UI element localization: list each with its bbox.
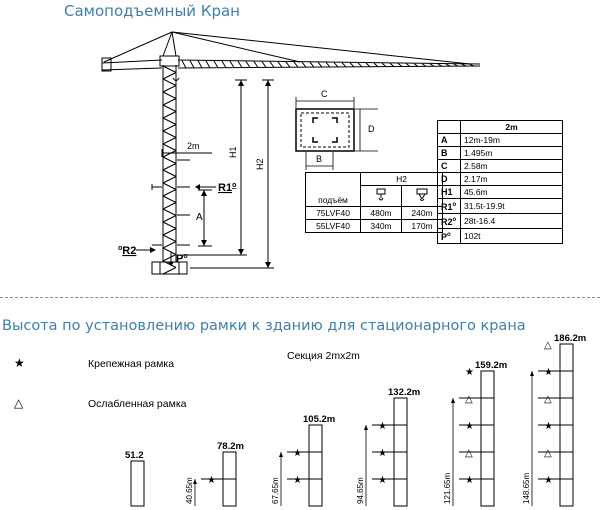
section-label: Секция 2mx2m	[287, 350, 360, 362]
dim-a-label: A	[196, 212, 203, 223]
spec-key: A	[437, 133, 461, 147]
spec-key: R1o	[437, 198, 461, 214]
star-icon: ★	[544, 367, 553, 378]
star-icon: ★	[378, 448, 387, 459]
star-icon: ★	[465, 421, 474, 432]
foundation-d-label: D	[368, 124, 375, 134]
tower-height-label: 51.2	[125, 450, 144, 461]
triangle-icon: △	[544, 394, 552, 405]
spec-value: 28t-16.4	[460, 213, 563, 229]
tower-dimension-label: 121.65m	[443, 473, 452, 504]
spec-key: H1	[437, 185, 461, 199]
legend-weak-label: Ослабленная рамка	[88, 398, 187, 410]
r2-label: oR2	[118, 245, 136, 257]
spec-value: 2.58m	[460, 159, 563, 173]
section-title: Высота по установлению рамки к зданию дл…	[2, 318, 526, 334]
star-icon: ★	[544, 475, 553, 486]
value-cell: 480m	[360, 206, 402, 220]
triangle-icon: △	[465, 448, 473, 459]
model-cell: 75LVF40	[305, 206, 361, 220]
height-table: подъём H2 75LVF40 480m 240m 55LVF40 340m…	[305, 172, 443, 233]
height-table-header-lift: подъём	[305, 172, 361, 207]
value-cell: 340m	[360, 219, 402, 233]
section-divider	[0, 297, 600, 298]
spec-key: B	[437, 146, 461, 160]
table-row: 75LVF40 480m 240m	[305, 206, 443, 220]
tower-dimension-label: 67.65m	[271, 477, 280, 504]
foundation-b-label: B	[316, 154, 322, 164]
tower-3: 105.2m ★ ★ 67.65m	[271, 414, 335, 507]
height-table-header-h2: H2	[360, 172, 443, 186]
p-label: Po	[176, 253, 188, 265]
tower-height-label: 186.2m	[554, 333, 586, 344]
hook-single-icon-cell	[360, 185, 402, 207]
crane-drawing: 2m A H1 H2 R1o oR2 Po C D B	[101, 31, 481, 275]
star-icon: ★	[378, 421, 387, 432]
triangle-icon: △	[14, 396, 24, 410]
tower-heights-diagram: 51.2 78.2m ★ 40.65m 105.2m ★ ★ 67.65m 132.2m ★ ★ ★ 9…	[125, 333, 586, 507]
table-row: 55LVF40 340m 170m	[305, 219, 443, 233]
tower-height-label: 78.2m	[217, 441, 244, 452]
dim-2m-label: 2m	[187, 141, 200, 151]
tower-height-label: 105.2m	[303, 414, 335, 425]
tower-1: 51.2	[125, 450, 145, 507]
tower-2: 78.2m ★ 40.65m	[185, 441, 244, 507]
tower-height-label: 159.2m	[475, 360, 507, 371]
tower-dimension-label: 94.65m	[356, 477, 365, 504]
triangle-icon: △	[544, 340, 552, 351]
spec-value: 45.6m	[460, 185, 563, 199]
spec-value: 1.495m	[460, 146, 563, 160]
star-icon: ★	[378, 475, 387, 486]
r1-label: R1o	[218, 182, 236, 194]
triangle-icon: △	[544, 448, 552, 459]
spec-value: 2.17m	[460, 172, 563, 186]
hook-double-icon	[416, 188, 428, 201]
spec-key: C	[437, 159, 461, 173]
hook-single-icon	[376, 188, 386, 200]
star-icon: ★	[465, 367, 474, 378]
spec-corner	[437, 120, 461, 134]
tower-6: 186.2m ★ △ ★ △ ★ △ 148.65m	[522, 333, 586, 507]
model-cell: 55LVF40	[305, 219, 361, 233]
star-icon: ★	[207, 475, 216, 486]
legend-fixed-label: Крепежная рамка	[88, 358, 175, 370]
tower-dimension-label: 148.65m	[522, 473, 531, 504]
spec-value: 102t	[460, 228, 563, 244]
triangle-icon: △	[465, 394, 473, 405]
spec-value: 31.5t-19.9t	[460, 198, 563, 214]
star-icon: ★	[544, 421, 553, 432]
star-icon: ★	[14, 356, 25, 370]
spec-key: R2o	[437, 213, 461, 229]
spec-key: Po	[437, 228, 461, 244]
dim-h1-label: H1	[228, 146, 238, 158]
dim-h2-label: H2	[255, 158, 265, 170]
star-icon: ★	[465, 475, 474, 486]
spec-value: 12m-19m	[460, 133, 563, 147]
spec-key: D	[437, 172, 461, 186]
star-icon: ★	[293, 475, 302, 486]
tower-dimension-label: 40.65m	[185, 477, 194, 504]
tower-4: 132.2m ★ ★ ★ 94.65m	[356, 387, 420, 507]
tower-5: 159.2m★△★△★121.65m	[443, 360, 507, 507]
tower-height-label: 132.2m	[388, 387, 420, 398]
spec-header: 2m	[460, 120, 563, 134]
star-icon: ★	[293, 448, 302, 459]
foundation-c-label: C	[321, 89, 328, 99]
foundation-plan: C D B	[295, 89, 378, 170]
page-title: Самоподъемный Кран	[64, 2, 240, 20]
